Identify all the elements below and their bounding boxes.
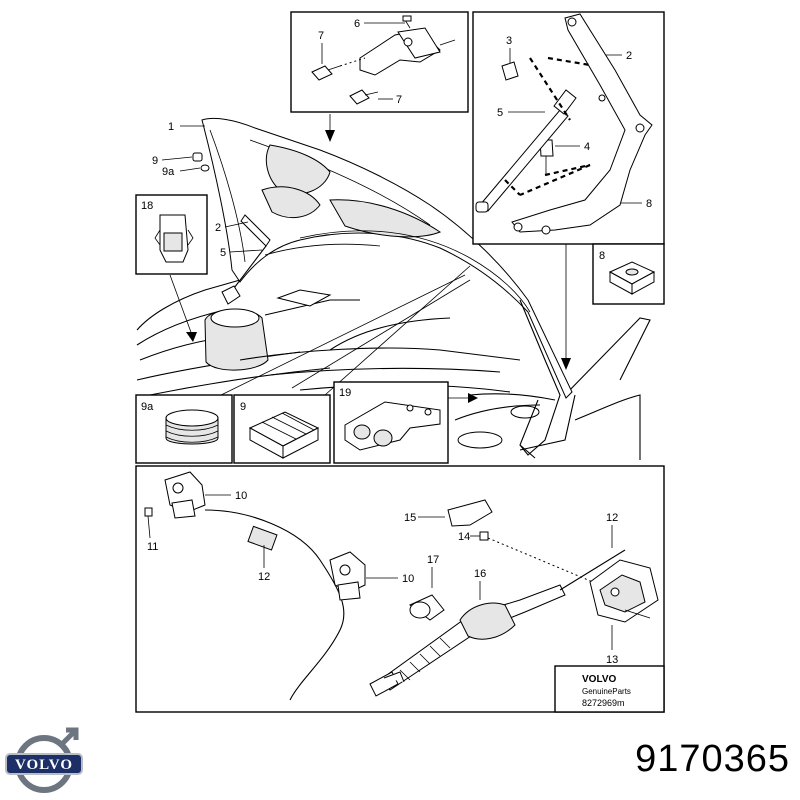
callout-5-hood: 5 — [220, 247, 226, 259]
box-gas-strut: 3 2 5 4 8 — [472, 11, 665, 370]
callout-18: 18 — [141, 200, 153, 212]
callout-4: 4 — [584, 141, 590, 153]
box-hinge-bolts: 6 7 7 — [290, 11, 469, 142]
callout-17: 17 — [427, 554, 439, 566]
callout-3: 3 — [506, 35, 512, 47]
volvo-logo: VOLVO — [5, 727, 83, 793]
callout-9-hood: 9 — [152, 155, 158, 167]
callout-9a-box: 9a — [141, 401, 154, 413]
box-8-clip: 8 — [592, 243, 665, 305]
callout-12-a: 12 — [258, 571, 270, 583]
callout-14: 14 — [458, 531, 470, 543]
callout-7-b: 7 — [396, 94, 402, 106]
callout-2-hood: 2 — [215, 222, 221, 234]
box-hood-release: 10 11 12 10 15 14 17 16 — [135, 465, 665, 713]
callout-9-box: 9 — [240, 401, 246, 413]
callout-8-b: 8 — [599, 250, 605, 262]
callout-11: 11 — [147, 541, 158, 553]
part-number: 9170365 — [635, 738, 790, 780]
callout-15: 15 — [404, 512, 416, 524]
callout-8-a: 8 — [646, 198, 652, 210]
box-18-clip: 18 — [135, 194, 208, 342]
logo-text: VOLVO — [15, 757, 73, 773]
callout-9a-hood: 9a — [162, 166, 175, 178]
callout-7-a: 7 — [318, 30, 324, 42]
footer-code: 8272969m — [582, 698, 625, 708]
callout-12-b: 12 — [606, 512, 618, 524]
box-9-pad: 9 — [233, 394, 331, 464]
box-9a-bumper: 9a — [135, 394, 233, 464]
hood-callouts: 1 9 9a 2 5 — [152, 121, 263, 259]
callout-10-b: 10 — [402, 573, 414, 585]
footer-brand: VOLVO — [582, 674, 616, 685]
callout-6: 6 — [354, 18, 360, 30]
callout-16: 16 — [474, 568, 486, 580]
callout-1: 1 — [168, 121, 174, 133]
callout-19: 19 — [339, 387, 351, 399]
callout-10-a: 10 — [235, 490, 247, 502]
callout-5-top: 5 — [497, 107, 503, 119]
box-19-bracket: 19 — [333, 381, 478, 464]
footer-sub: GenuineParts — [582, 687, 631, 696]
callout-13: 13 — [606, 654, 618, 666]
callout-2-top: 2 — [626, 50, 632, 62]
